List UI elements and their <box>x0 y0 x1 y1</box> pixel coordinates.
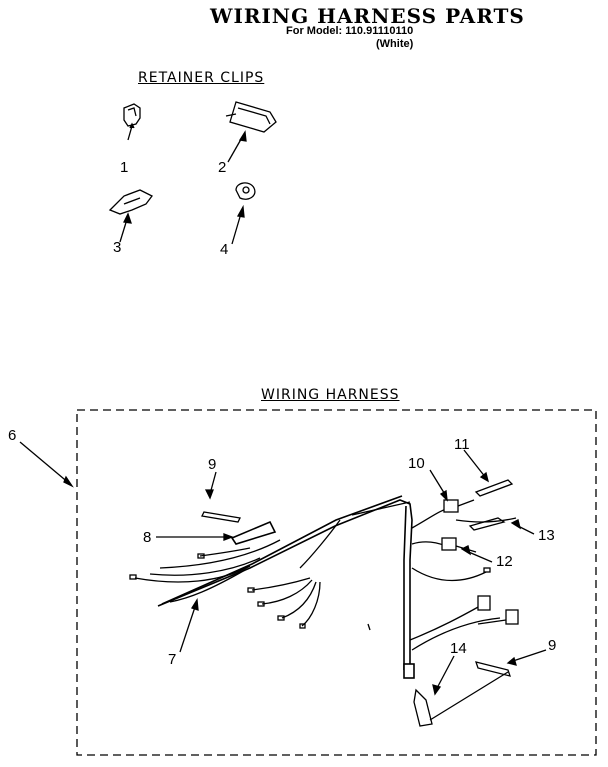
callout-9-right: 9 <box>548 637 556 654</box>
leader-6 <box>19 441 71 485</box>
model-number: For Model: 110.91110110 <box>286 25 414 37</box>
retainer-clips-heading: RETAINER CLIPS <box>138 70 265 86</box>
harness-branches-right <box>367 479 519 727</box>
callout-4: 4 <box>220 241 228 258</box>
page-title: WIRING HARNESS PARTS <box>210 4 525 28</box>
callout-7: 7 <box>168 651 176 668</box>
retainer-clip-2 <box>225 101 277 163</box>
callout-1: 1 <box>120 159 128 176</box>
callout-10: 10 <box>408 455 425 472</box>
harness-trunk <box>157 495 415 679</box>
harness-boundary <box>76 409 597 756</box>
callout-leaders <box>156 449 547 696</box>
callout-3: 3 <box>113 239 121 256</box>
callout-9-top: 9 <box>208 456 216 473</box>
callout-11: 11 <box>454 436 470 453</box>
callout-14: 14 <box>450 640 467 657</box>
model-color: (White) <box>376 38 414 50</box>
harness-branches-left <box>129 501 411 629</box>
callout-13: 13 <box>538 527 555 544</box>
retainer-clip-4 <box>231 182 256 245</box>
callout-6: 6 <box>8 427 16 444</box>
callout-12: 12 <box>496 553 513 570</box>
wiring-harness-heading: WIRING HARNESS <box>261 387 400 403</box>
retainer-clip-3 <box>108 189 153 243</box>
retainer-clip-1 <box>123 103 141 141</box>
callout-8: 8 <box>143 529 151 546</box>
callout-2: 2 <box>218 159 226 176</box>
